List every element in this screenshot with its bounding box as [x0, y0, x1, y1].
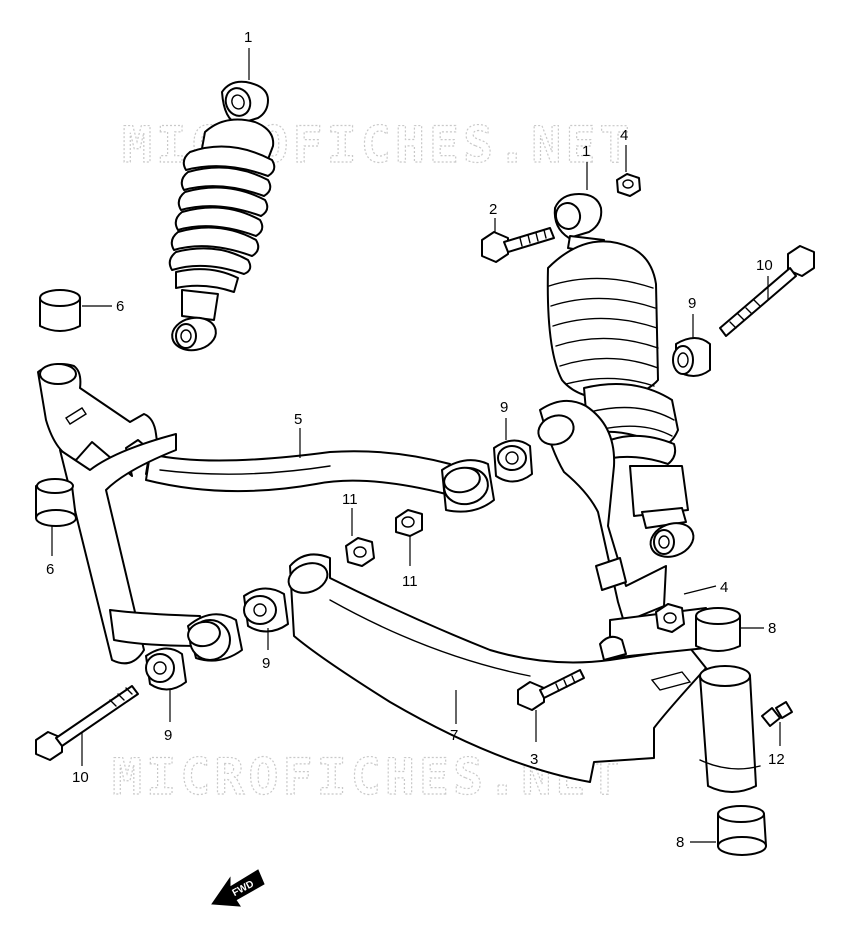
bolt-shock-upper[interactable]	[481, 227, 555, 263]
bushing-upper-arm-bottom[interactable]	[35, 478, 77, 527]
callout-6-top: 6	[116, 298, 124, 315]
spacer-upper-mid[interactable]	[493, 439, 533, 483]
fwd-arrow-icon: FWD	[211, 869, 265, 907]
callout-3: 3	[530, 751, 538, 768]
callout-8-bottom: 8	[676, 834, 684, 851]
callout-5: 5	[294, 411, 302, 428]
callout-11-right: 11	[402, 573, 418, 590]
callout-6-bottom: 6	[46, 561, 54, 578]
callout-4-lower: 4	[720, 579, 728, 596]
callout-9-lower-mid: 9	[262, 655, 270, 672]
spacer-lower-left[interactable]	[145, 647, 187, 691]
nut-left[interactable]	[345, 537, 375, 567]
callout-7: 7	[450, 727, 458, 744]
nut-right[interactable]	[395, 509, 423, 537]
callout-1-left: 1	[244, 29, 252, 46]
shock-absorber-left[interactable]	[168, 80, 276, 354]
grease-nipple[interactable]	[761, 701, 793, 727]
callout-9-upper-mid: 9	[500, 399, 508, 416]
bushing-upper-arm-top[interactable]	[39, 289, 81, 332]
callout-11-left: 11	[342, 491, 358, 508]
callout-2: 2	[489, 201, 497, 218]
nut-shock-upper[interactable]	[616, 173, 641, 197]
nut-lower-arm[interactable]	[655, 603, 685, 633]
callout-4-top: 4	[620, 127, 628, 144]
callout-9-upper-right: 9	[688, 295, 696, 312]
bolt-upper-arm[interactable]	[719, 245, 815, 337]
callout-10-right: 10	[756, 257, 773, 274]
bushing-knuckle-top[interactable]	[695, 607, 741, 652]
shock-absorber-right[interactable]	[546, 193, 698, 563]
bushing-knuckle-bottom[interactable]	[717, 805, 767, 856]
callout-1-right: 1	[582, 143, 590, 160]
bolt-lower-arm-pivot[interactable]	[35, 685, 139, 761]
spacer-lower-mid[interactable]	[243, 587, 289, 633]
callout-12: 12	[768, 751, 785, 768]
callout-10-left: 10	[72, 769, 89, 786]
bolt-lower-arm[interactable]	[517, 669, 585, 711]
callout-8-top: 8	[768, 620, 776, 637]
spacer-upper-right[interactable]	[672, 337, 711, 377]
callout-9-lower-left: 9	[164, 727, 172, 744]
upper-arm[interactable]	[37, 363, 495, 665]
